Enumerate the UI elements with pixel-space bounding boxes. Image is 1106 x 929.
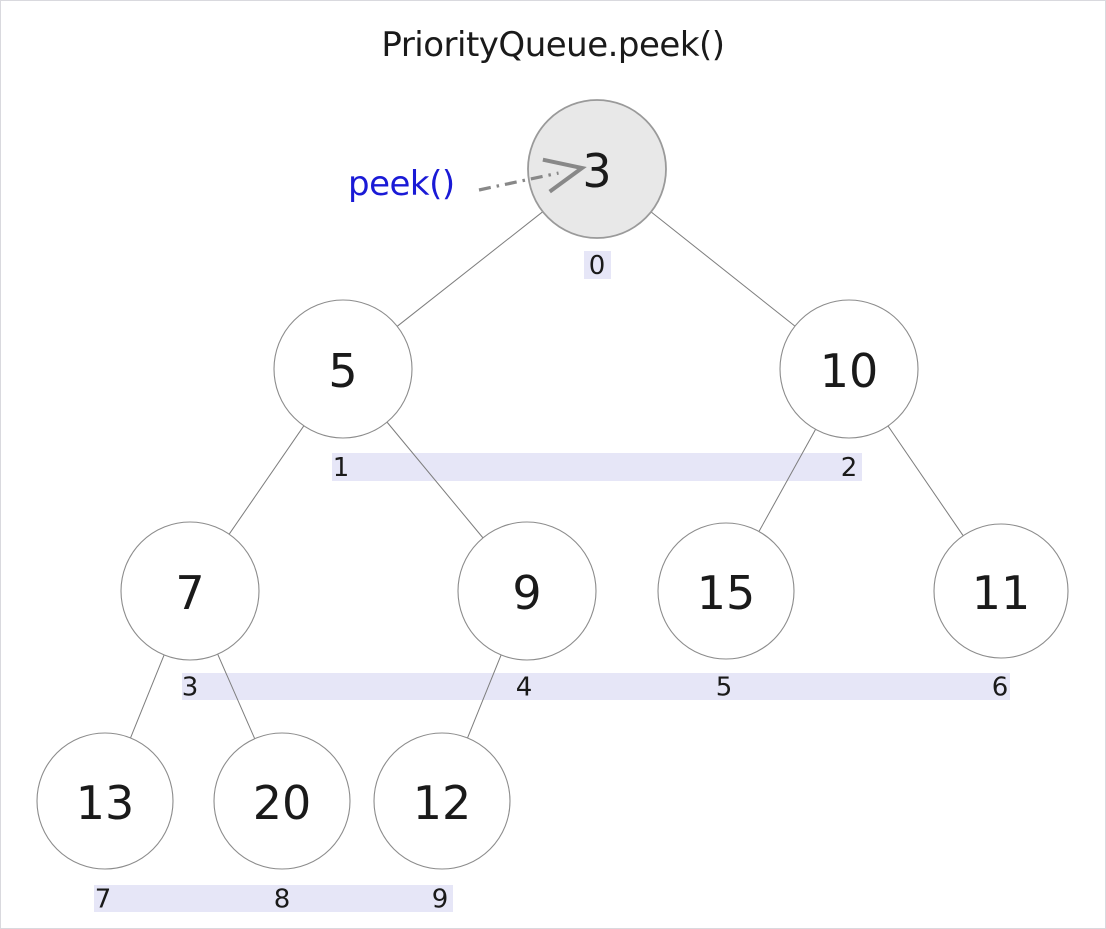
heap-node-value: 3 [582, 144, 611, 198]
heap-node-value: 12 [413, 776, 472, 830]
heap-node-value: 11 [972, 566, 1031, 620]
heap-index-label: 2 [841, 453, 858, 483]
tree-edge-4-9 [467, 654, 502, 739]
heap-node-value: 13 [76, 776, 135, 830]
heap-node [36, 732, 174, 870]
heap-node [779, 299, 919, 439]
heap-index-label: 4 [516, 673, 533, 703]
heap-index-label: 6 [992, 673, 1009, 703]
heap-node [120, 521, 260, 661]
heap-index-label: 3 [182, 673, 199, 703]
heap-node-value: 15 [697, 566, 756, 620]
heap-node-value: 9 [512, 566, 541, 620]
tree-edge-1-3 [228, 425, 305, 535]
heap-node [457, 521, 597, 661]
index-band-level-2 [182, 673, 1010, 700]
tree-edge-0-1 [396, 211, 544, 327]
heap-node-value: 20 [253, 776, 312, 830]
tree-edge-1-4 [386, 421, 484, 539]
heap-index-label: 7 [95, 885, 112, 915]
index-band-level-3 [94, 885, 453, 912]
heap-node [373, 732, 511, 870]
tree-edge-2-6 [887, 425, 964, 536]
heap-root-node [527, 99, 667, 239]
heap-node-value: 10 [820, 344, 879, 398]
heap-index-label: 0 [589, 251, 606, 281]
index-band-level-1 [332, 453, 862, 481]
heap-node [933, 523, 1069, 659]
heap-index-label: 5 [716, 673, 733, 703]
tree-edge-0-2 [650, 211, 796, 327]
heap-index-label: 9 [432, 885, 449, 915]
tree-edge-3-8 [217, 654, 256, 739]
figure-title: PriorityQueue.peek() [381, 25, 725, 65]
tree-edge-3-7 [130, 654, 165, 739]
peek-annotation-label: peek() [348, 164, 455, 204]
heap-node-value: 5 [328, 344, 357, 398]
index-band-level-0 [584, 251, 611, 279]
heap-node [657, 522, 795, 660]
peek-arrowhead-icon [542, 157, 587, 194]
heap-index-label: 8 [274, 885, 291, 915]
heap-node-value: 7 [175, 566, 204, 620]
heap-node [273, 299, 413, 439]
heap-node [213, 732, 351, 870]
tree-edge-2-5 [758, 429, 816, 532]
heap-index-label: 1 [333, 453, 350, 483]
